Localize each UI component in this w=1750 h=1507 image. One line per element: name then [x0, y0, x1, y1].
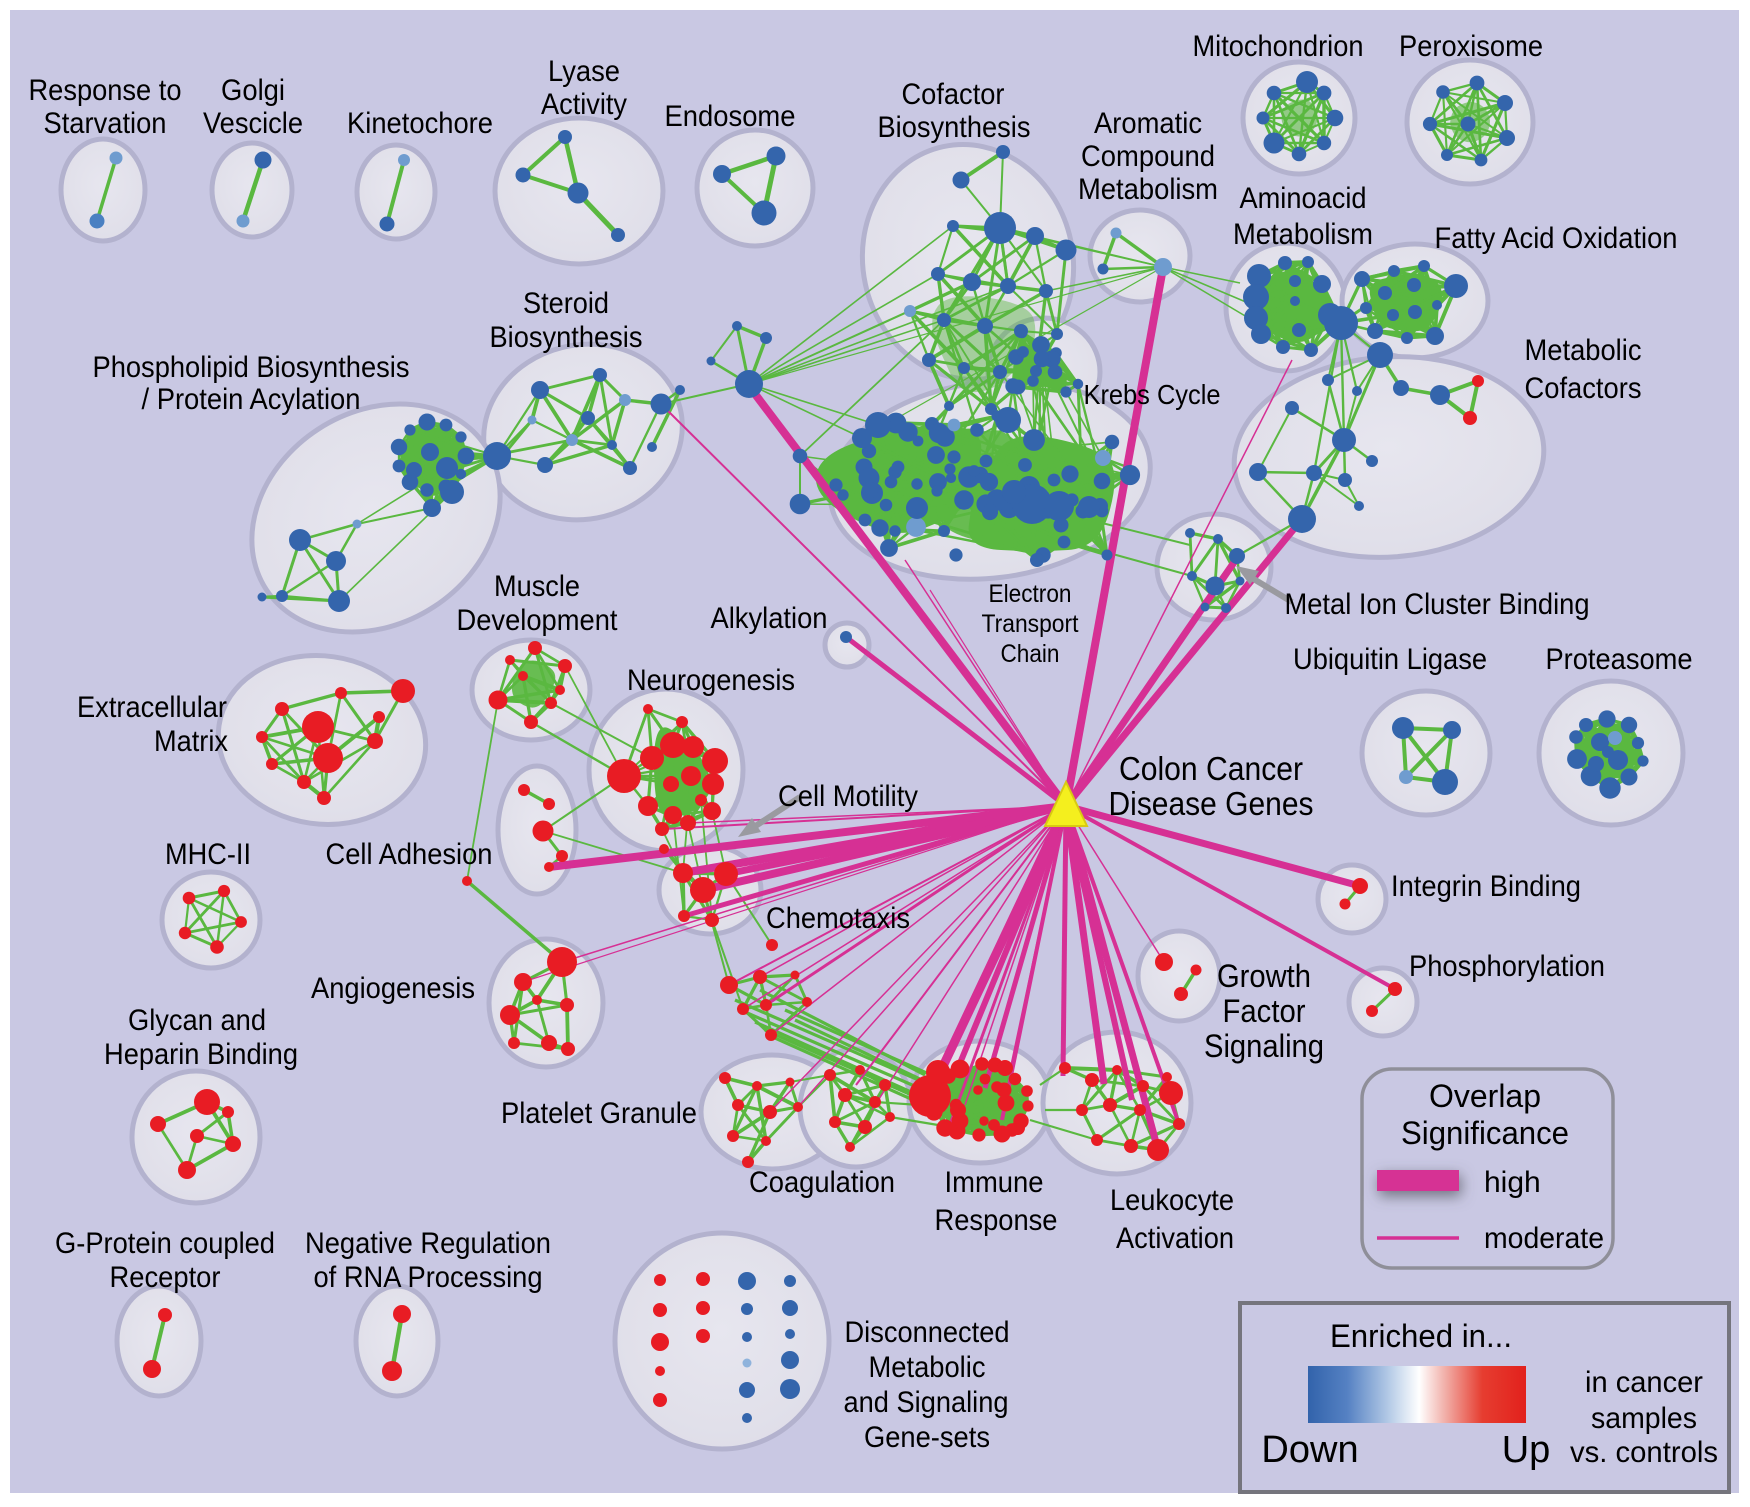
svg-text:Disease Genes: Disease Genes	[1109, 785, 1314, 822]
svg-text:high: high	[1484, 1166, 1541, 1199]
svg-text:Response to: Response to	[29, 74, 182, 107]
svg-text:Response: Response	[935, 1204, 1058, 1237]
svg-text:Development: Development	[457, 604, 619, 637]
svg-text:Chemotaxis: Chemotaxis	[766, 902, 910, 935]
svg-text:vs. controls: vs. controls	[1570, 1436, 1718, 1469]
svg-text:Cell Motility: Cell Motility	[778, 780, 918, 813]
svg-text:Lyase: Lyase	[548, 55, 620, 88]
svg-text:Extracellular: Extracellular	[77, 691, 227, 724]
svg-text:Metal Ion Cluster Binding: Metal Ion Cluster Binding	[1285, 588, 1590, 621]
svg-text:Coagulation: Coagulation	[749, 1166, 895, 1199]
svg-text:Cell Adhesion: Cell Adhesion	[326, 838, 493, 871]
svg-text:Cofactors: Cofactors	[1525, 372, 1642, 405]
svg-text:Signaling: Signaling	[1204, 1028, 1324, 1064]
svg-text:Biosynthesis: Biosynthesis	[490, 321, 643, 354]
svg-text:Matrix: Matrix	[154, 725, 228, 758]
svg-text:Activation: Activation	[1116, 1222, 1234, 1255]
svg-text:Disconnected: Disconnected	[845, 1316, 1010, 1349]
svg-text:and Signaling: and Signaling	[844, 1386, 1009, 1419]
svg-text:Krebs Cycle: Krebs Cycle	[1084, 379, 1221, 410]
svg-text:Fatty Acid Oxidation: Fatty Acid Oxidation	[1435, 222, 1678, 255]
svg-text:Alkylation: Alkylation	[711, 602, 828, 635]
svg-text:G-Protein coupled: G-Protein coupled	[55, 1227, 275, 1260]
svg-text:Neurogenesis: Neurogenesis	[627, 664, 795, 697]
svg-text:Colon Cancer: Colon Cancer	[1119, 750, 1303, 787]
svg-text:Metabolism: Metabolism	[1233, 218, 1373, 251]
svg-text:MHC-II: MHC-II	[165, 838, 251, 871]
svg-text:Aminoacid: Aminoacid	[1240, 182, 1367, 215]
svg-text:Golgi: Golgi	[221, 74, 285, 107]
svg-text:Factor: Factor	[1223, 993, 1306, 1029]
svg-text:Kinetochore: Kinetochore	[347, 107, 493, 140]
svg-text:/ Protein Acylation: / Protein Acylation	[142, 383, 361, 416]
svg-text:Activity: Activity	[541, 88, 627, 121]
svg-text:Integrin Binding: Integrin Binding	[1391, 870, 1581, 903]
svg-text:Compound: Compound	[1081, 140, 1215, 173]
svg-text:Vescicle: Vescicle	[203, 107, 303, 140]
svg-text:Immune: Immune	[945, 1166, 1044, 1199]
svg-text:in cancer: in cancer	[1585, 1366, 1703, 1399]
svg-text:Mitochondrion: Mitochondrion	[1193, 30, 1364, 63]
svg-text:Endosome: Endosome	[665, 100, 796, 133]
svg-text:Biosynthesis: Biosynthesis	[878, 111, 1031, 144]
svg-text:of RNA Processing: of RNA Processing	[314, 1261, 543, 1294]
svg-text:Growth: Growth	[1217, 958, 1311, 994]
svg-text:moderate: moderate	[1484, 1222, 1604, 1255]
svg-text:Overlap: Overlap	[1429, 1078, 1541, 1114]
svg-text:Peroxisome: Peroxisome	[1399, 30, 1543, 63]
svg-text:Metabolism: Metabolism	[1078, 173, 1218, 206]
svg-text:Transport: Transport	[982, 610, 1079, 638]
svg-text:samples: samples	[1591, 1402, 1697, 1435]
svg-text:Receptor: Receptor	[110, 1261, 221, 1294]
svg-text:Gene-sets: Gene-sets	[864, 1421, 990, 1454]
svg-text:Metabolic: Metabolic	[869, 1351, 986, 1384]
svg-text:Metabolic: Metabolic	[1525, 334, 1642, 367]
svg-text:Negative Regulation: Negative Regulation	[305, 1227, 551, 1260]
svg-text:Electron: Electron	[989, 580, 1072, 608]
svg-text:Significance: Significance	[1401, 1115, 1569, 1151]
svg-text:Proteasome: Proteasome	[1546, 643, 1693, 676]
svg-text:Chain: Chain	[1001, 640, 1060, 668]
svg-text:Starvation: Starvation	[44, 107, 167, 140]
svg-text:Steroid: Steroid	[523, 287, 609, 320]
svg-text:Up: Up	[1502, 1429, 1551, 1471]
svg-text:Glycan and: Glycan and	[128, 1004, 266, 1037]
svg-text:Heparin Binding: Heparin Binding	[104, 1038, 298, 1071]
svg-text:Phospholipid Biosynthesis: Phospholipid Biosynthesis	[93, 351, 410, 384]
svg-text:Down: Down	[1261, 1429, 1358, 1471]
svg-text:Cofactor: Cofactor	[902, 78, 1005, 111]
svg-text:Muscle: Muscle	[494, 570, 580, 603]
svg-text:Leukocyte: Leukocyte	[1110, 1184, 1234, 1217]
svg-text:Ubiquitin Ligase: Ubiquitin Ligase	[1293, 643, 1487, 676]
svg-text:Aromatic: Aromatic	[1094, 107, 1202, 140]
svg-text:Enriched in...: Enriched in...	[1330, 1318, 1512, 1354]
svg-text:Platelet Granule: Platelet Granule	[501, 1097, 697, 1130]
svg-text:Angiogenesis: Angiogenesis	[311, 972, 475, 1005]
svg-text:Phosphorylation: Phosphorylation	[1409, 950, 1605, 983]
